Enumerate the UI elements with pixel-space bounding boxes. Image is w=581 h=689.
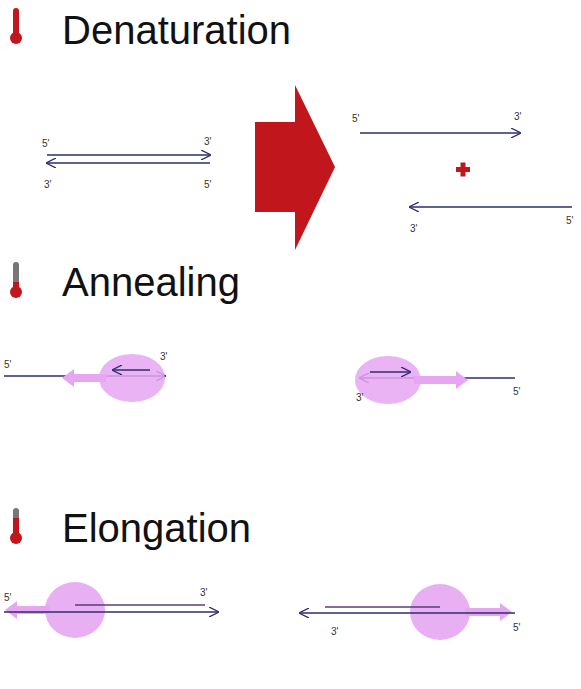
step-heading: Annealing xyxy=(62,262,240,302)
strand-end: 5' xyxy=(513,387,520,397)
step-heading: Denaturation xyxy=(62,10,291,50)
strand-end: 5' xyxy=(513,623,520,633)
strand-end: 3' xyxy=(44,180,51,190)
thermometer-tube xyxy=(13,8,19,36)
polymerase xyxy=(99,354,165,402)
strand-end: 5' xyxy=(4,360,11,370)
thermometer-warm xyxy=(10,508,22,544)
process-arrow xyxy=(255,85,335,250)
dna-strand xyxy=(410,206,572,207)
extension-arrow xyxy=(5,601,50,619)
strand-end: 3' xyxy=(356,393,363,403)
dna-strand xyxy=(360,132,520,133)
strand-end: 5' xyxy=(566,216,573,226)
strand-end: 3' xyxy=(514,112,521,122)
plus-sign xyxy=(456,163,470,177)
thermometer-tube xyxy=(13,262,19,290)
extension-arrow xyxy=(465,603,512,621)
polymerase xyxy=(45,582,105,638)
step-heading: Elongation xyxy=(62,508,251,548)
dna-strand xyxy=(47,162,210,163)
strand-end: 3' xyxy=(331,627,338,637)
polymerase xyxy=(410,584,470,640)
strand-end: 3' xyxy=(200,588,207,598)
polymerase xyxy=(355,356,421,404)
strand-end: 5' xyxy=(4,593,11,603)
thermometer-bulb xyxy=(10,286,22,298)
strand-end: 5' xyxy=(204,180,211,190)
thermometer-bulb xyxy=(10,32,22,44)
strand-end: 5' xyxy=(352,114,359,124)
thermometer-tube xyxy=(13,508,19,536)
primer xyxy=(113,369,150,370)
dna-strand xyxy=(4,611,218,612)
strand-end: 5' xyxy=(42,139,49,149)
new-strand xyxy=(325,606,440,607)
thermometer-cool xyxy=(10,262,22,298)
thermometer-hot xyxy=(10,8,22,44)
dna-strand xyxy=(47,154,210,155)
new-strand xyxy=(75,604,205,605)
strand-end: 3' xyxy=(204,137,211,147)
strand-end: 3' xyxy=(410,224,417,234)
dna-strand xyxy=(300,612,515,613)
extension-arrow xyxy=(414,371,468,389)
primer xyxy=(370,371,410,372)
strand-end: 3' xyxy=(160,352,167,362)
plus-bar xyxy=(461,163,466,177)
extension-arrow xyxy=(62,369,106,387)
thermometer-bulb xyxy=(10,532,22,544)
